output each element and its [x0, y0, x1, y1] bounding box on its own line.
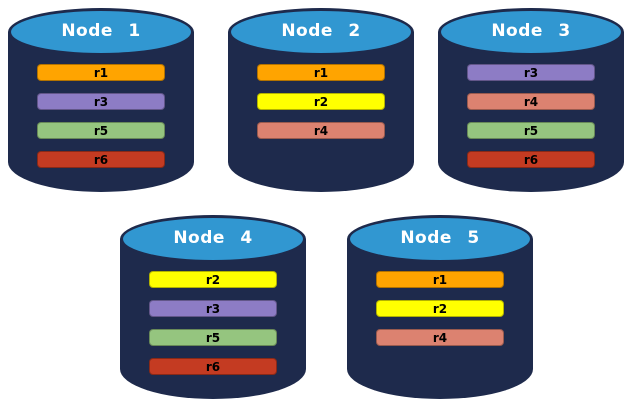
replica-list: r1 r2 r4	[257, 64, 385, 139]
replica-bar-r4: r4	[257, 122, 385, 139]
db-node: Node 4 r2 r3 r5 r6	[120, 215, 306, 399]
replica-list: r3 r4 r5 r6	[467, 64, 595, 168]
cylinder-top: Node 2	[228, 8, 414, 56]
replica-bar-r2: r2	[376, 300, 504, 317]
replica-bar-r6: r6	[467, 151, 595, 168]
db-node: Node 1 r1 r3 r5 r6	[8, 8, 194, 192]
node-label: Node 5	[400, 227, 480, 248]
replica-bar-r5: r5	[37, 122, 165, 139]
cylinder-body	[347, 239, 533, 399]
db-node: Node 5 r1 r2 r4	[347, 215, 533, 399]
replica-bar-r4: r4	[376, 329, 504, 346]
cylinder-body	[228, 32, 414, 192]
replica-bar-r6: r6	[37, 151, 165, 168]
cylinder-top: Node 1	[8, 8, 194, 56]
db-node: Node 3 r3 r4 r5 r6	[438, 8, 624, 192]
node-label: Node 4	[173, 227, 253, 248]
replica-bar-r1: r1	[37, 64, 165, 81]
replica-bar-r4: r4	[467, 93, 595, 110]
node-label: Node 1	[61, 20, 141, 41]
replica-bar-r3: r3	[467, 64, 595, 81]
replica-bar-r2: r2	[257, 93, 385, 110]
node-label: Node 2	[281, 20, 361, 41]
replica-list: r2 r3 r5 r6	[149, 271, 277, 375]
replica-bar-r1: r1	[257, 64, 385, 81]
replica-bar-r2: r2	[149, 271, 277, 288]
replica-bar-r5: r5	[467, 122, 595, 139]
db-node: Node 2 r1 r2 r4	[228, 8, 414, 192]
replica-bar-r1: r1	[376, 271, 504, 288]
cylinder-top: Node 5	[347, 215, 533, 263]
cylinder-top: Node 4	[120, 215, 306, 263]
replica-bar-r5: r5	[149, 329, 277, 346]
node-label: Node 3	[491, 20, 571, 41]
replica-list: r1 r2 r4	[376, 271, 504, 346]
cylinder-top: Node 3	[438, 8, 624, 56]
replica-bar-r3: r3	[149, 300, 277, 317]
replica-bar-r6: r6	[149, 358, 277, 375]
replica-bar-r3: r3	[37, 93, 165, 110]
replica-list: r1 r3 r5 r6	[37, 64, 165, 168]
